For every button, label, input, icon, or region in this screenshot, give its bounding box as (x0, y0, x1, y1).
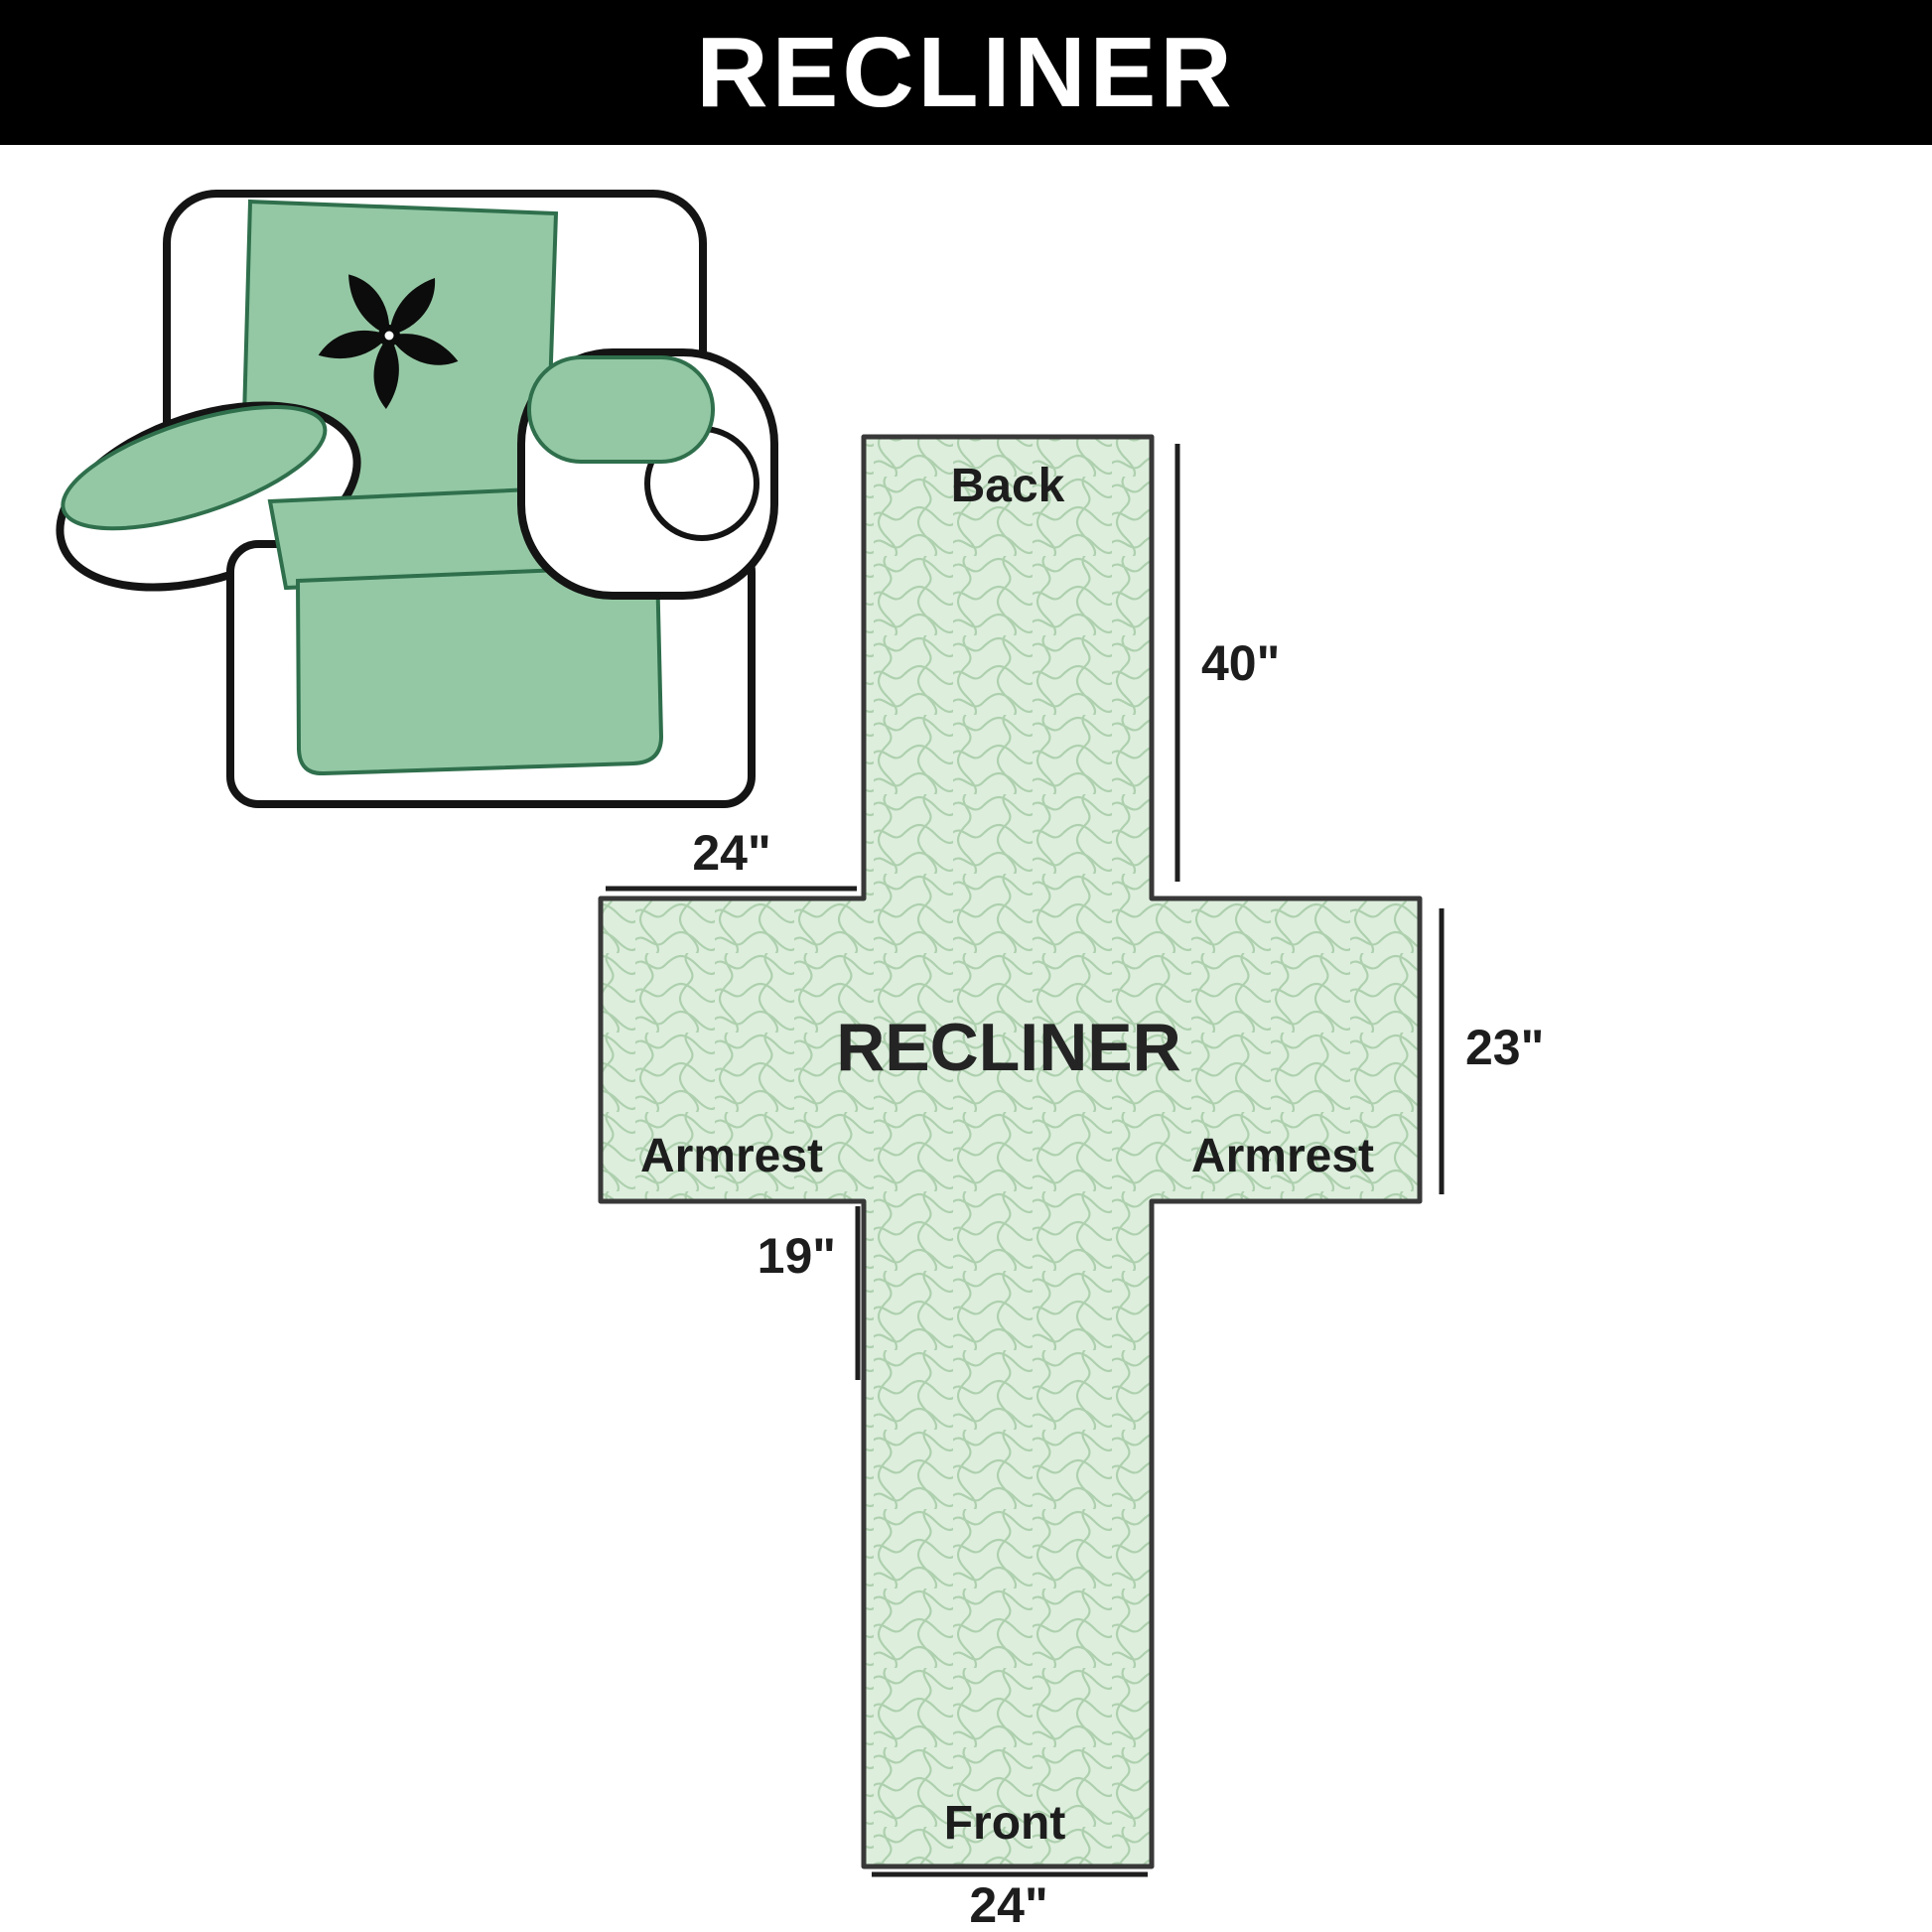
chair-left-arm-cover (61, 405, 328, 531)
label-front: Front (944, 1797, 1066, 1850)
dim-front-length: 19" (758, 1206, 861, 1380)
dim-armrest-width: 24" (606, 825, 857, 892)
chair-illustration (56, 190, 778, 808)
label-armrest-left: Armrest (640, 1130, 823, 1182)
label-center: RECLINER (836, 1010, 1181, 1085)
chair-right-arm-cover (527, 355, 715, 464)
svg-text:40": 40" (1201, 635, 1280, 691)
svg-text:19": 19" (758, 1228, 836, 1284)
chair-right-arm (517, 348, 778, 600)
label-back: Back (951, 460, 1065, 512)
dim-front-width: 24" (872, 1871, 1148, 1932)
dim-armrest-length: 23" (1439, 908, 1544, 1194)
header-bar: RECLINER (0, 0, 1932, 145)
svg-text:24": 24" (969, 1877, 1047, 1932)
page-title: RECLINER (696, 17, 1236, 128)
pinwheel-fan-icon (318, 274, 459, 409)
layout-diagram: Back RECLINER Armrest Armrest Front 40" … (598, 434, 1544, 1932)
cover-cross-shape (598, 434, 1423, 1869)
chair-front-skirt (295, 563, 664, 776)
label-armrest-right: Armrest (1191, 1130, 1374, 1182)
dim-back-length: 40" (1174, 444, 1280, 882)
svg-text:23": 23" (1465, 1020, 1544, 1075)
svg-text:24": 24" (692, 825, 770, 881)
